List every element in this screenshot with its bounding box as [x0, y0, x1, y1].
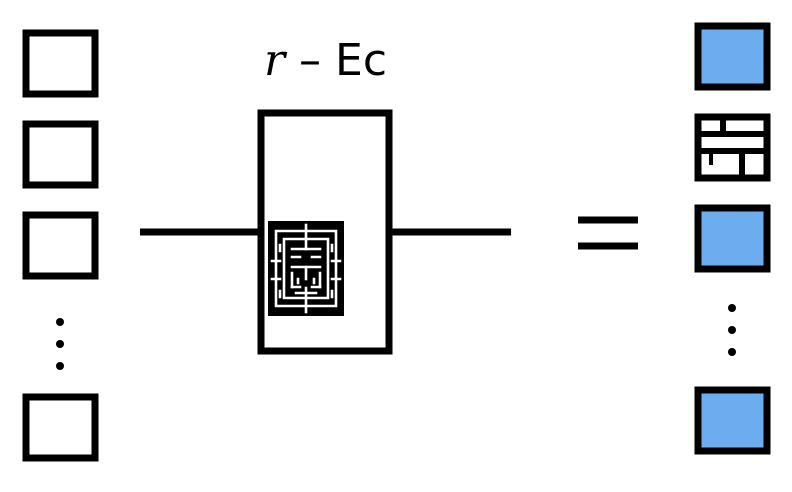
input-cell	[22, 211, 99, 280]
maze-chip-icon	[268, 221, 344, 316]
input-cell	[22, 393, 99, 462]
operator-separator: –	[285, 35, 335, 86]
output-ellipsis	[728, 304, 736, 356]
input-cell	[22, 29, 99, 98]
input-ellipsis	[56, 318, 64, 370]
output-column	[694, 22, 771, 455]
split-tile-icon	[694, 113, 771, 182]
input-column	[22, 29, 99, 462]
output-cell-filled	[694, 22, 771, 91]
operator-variable: r	[264, 35, 288, 86]
operator-name: Ec	[335, 35, 387, 86]
output-cell-filled	[694, 386, 771, 455]
output-cell-filled	[694, 204, 771, 273]
operator-label: r – Ec	[264, 35, 387, 86]
equals-sign: =	[578, 216, 638, 250]
input-cell	[22, 120, 99, 189]
